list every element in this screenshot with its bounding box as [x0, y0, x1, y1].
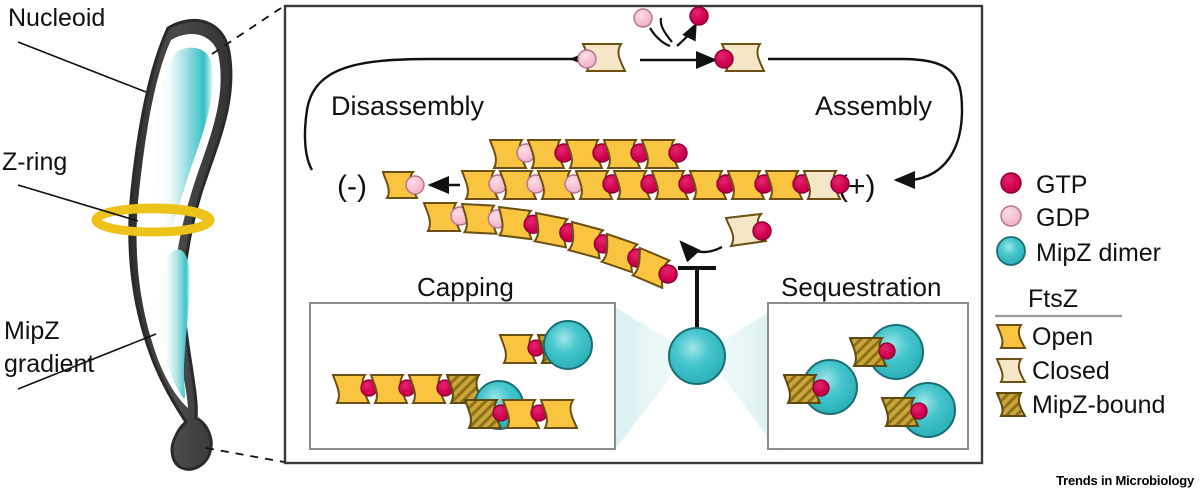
- label-disassembly: Disassembly: [331, 91, 485, 121]
- gtp-nucleotide: [668, 143, 688, 163]
- mipz-dimer-sphere: [543, 320, 593, 370]
- gtp-nucleotide: [812, 379, 830, 397]
- legend-ftsz-group-title: FtsZ: [1028, 285, 1078, 313]
- legend-mipz-dimer-label: MipZ dimer: [1036, 239, 1161, 267]
- legend-gtp-icon: [1000, 172, 1022, 194]
- gdp-nucleotide: [405, 175, 425, 195]
- protofilament-subunit: [566, 220, 614, 260]
- gdp-release-curve: [649, 27, 671, 48]
- gtp-incoming-circle: [689, 6, 709, 26]
- legend-gdp-icon: [1000, 205, 1022, 227]
- sequestered-monomer: [880, 382, 956, 438]
- nucleoid-upper: [153, 47, 213, 228]
- incoming-monomer: [724, 212, 772, 248]
- gtp-entry-arrow: [676, 22, 697, 47]
- label-z-ring: Z-ring: [2, 148, 67, 176]
- sequestration-box: Sequestration: [767, 272, 969, 450]
- capping-title: Capping: [417, 272, 514, 302]
- legend-closed-label: Closed: [1032, 357, 1110, 385]
- mipz-fan-left: [613, 306, 690, 452]
- capping-lower-filament: [463, 399, 579, 429]
- sequestered-monomer: [782, 359, 858, 415]
- released-monomer: [381, 171, 425, 199]
- legend-gtp-label: GTP: [1036, 171, 1087, 199]
- protofilament-subunit: [802, 170, 850, 200]
- legend-mipz-bound-label: MipZ-bound: [1032, 391, 1165, 419]
- disassembly-arrow: [303, 57, 584, 171]
- gtp-nucleotide: [878, 342, 896, 360]
- gtp-nucleotide: [752, 221, 772, 241]
- label-assembly: Assembly: [815, 91, 933, 121]
- legend-mipz-bound-icon: [995, 392, 1027, 417]
- legend: GTP GDP MipZ dimer FtsZ Open Closed MipZ…: [995, 171, 1165, 419]
- protofilament-subunit: [526, 139, 574, 169]
- nucleoid-lower: [157, 249, 190, 399]
- protofilament-subunit: [488, 139, 536, 169]
- mipz-bound-subunit: [782, 374, 822, 404]
- top-protofilament: [488, 139, 688, 169]
- assembly-arrow: [768, 57, 964, 182]
- protofilament-subunit: [630, 246, 678, 290]
- mipz-fan-right: [704, 306, 779, 452]
- sequestered-monomer: [848, 324, 924, 380]
- magnification-connectors: [205, 5, 285, 463]
- capping-short-filament: [498, 320, 593, 370]
- gdp-released-circle: [633, 8, 653, 28]
- exchange-monomer-gdp: [577, 43, 627, 72]
- legend-closed-icon: [995, 358, 1027, 383]
- label-mipz-gradient-line1: MipZ: [4, 317, 60, 345]
- connector-bottom: [205, 447, 285, 463]
- exchange-monomer-gtp: [714, 43, 766, 72]
- protofilament-subunit: [602, 139, 650, 169]
- incoming-monomer-arrow: [679, 240, 723, 263]
- gdp-nucleotide: [577, 49, 597, 69]
- journal-credit: Trends in Microbiology: [1056, 473, 1194, 488]
- gtp-nucleotide: [714, 49, 734, 69]
- label-mipz-gradient-line2: gradient: [4, 350, 94, 378]
- mipz-bound-subunit: [848, 337, 888, 367]
- protofilament-subunit: [501, 399, 548, 429]
- central-mipz-dimer: [668, 327, 726, 385]
- protofilament-subunit: [574, 170, 622, 200]
- protofilament-subunit: [612, 170, 660, 200]
- legend-open-icon: [995, 324, 1027, 349]
- label-nucleoid: Nucleoid: [8, 4, 105, 32]
- capping-box: Capping: [309, 272, 616, 450]
- protofilament-subunit: [498, 334, 545, 364]
- protofilament-subunit: [539, 399, 579, 429]
- legend-open-label: Open: [1032, 323, 1093, 351]
- label-minus-end: (-): [337, 170, 367, 203]
- legend-gdp-label: GDP: [1036, 204, 1090, 232]
- z-ring-front: [95, 204, 211, 223]
- mipz-inhibition-group: [678, 266, 716, 333]
- curved-protofilament: [422, 202, 678, 290]
- gtp-nucleotide: [658, 264, 678, 284]
- protofilament-subunit: [407, 374, 454, 404]
- protofilament-subunit: [564, 139, 612, 169]
- sequestration-title: Sequestration: [781, 272, 941, 302]
- middle-protofilament: [460, 170, 850, 200]
- protofilament-subunit: [726, 170, 774, 200]
- protofilament-subunit: [640, 139, 688, 169]
- gtp-nucleotide: [830, 174, 850, 194]
- leader-mipz: [17, 333, 157, 390]
- legend-mipz-dimer-icon: [996, 236, 1026, 266]
- mipz-bound-subunit: [880, 397, 920, 427]
- gtp-nucleotide: [910, 402, 928, 420]
- protofilament-subunit-mipz-bound: [463, 399, 510, 429]
- leader-nucleoid: [17, 41, 147, 93]
- leader-zring: [17, 184, 139, 222]
- gdp-release-arrow: [659, 17, 673, 43]
- cell-diagram: Nucleoid Z-ring MipZ gradient: [2, 4, 233, 471]
- nucleotide-exchange-group: Disassembly Assembly: [303, 6, 964, 190]
